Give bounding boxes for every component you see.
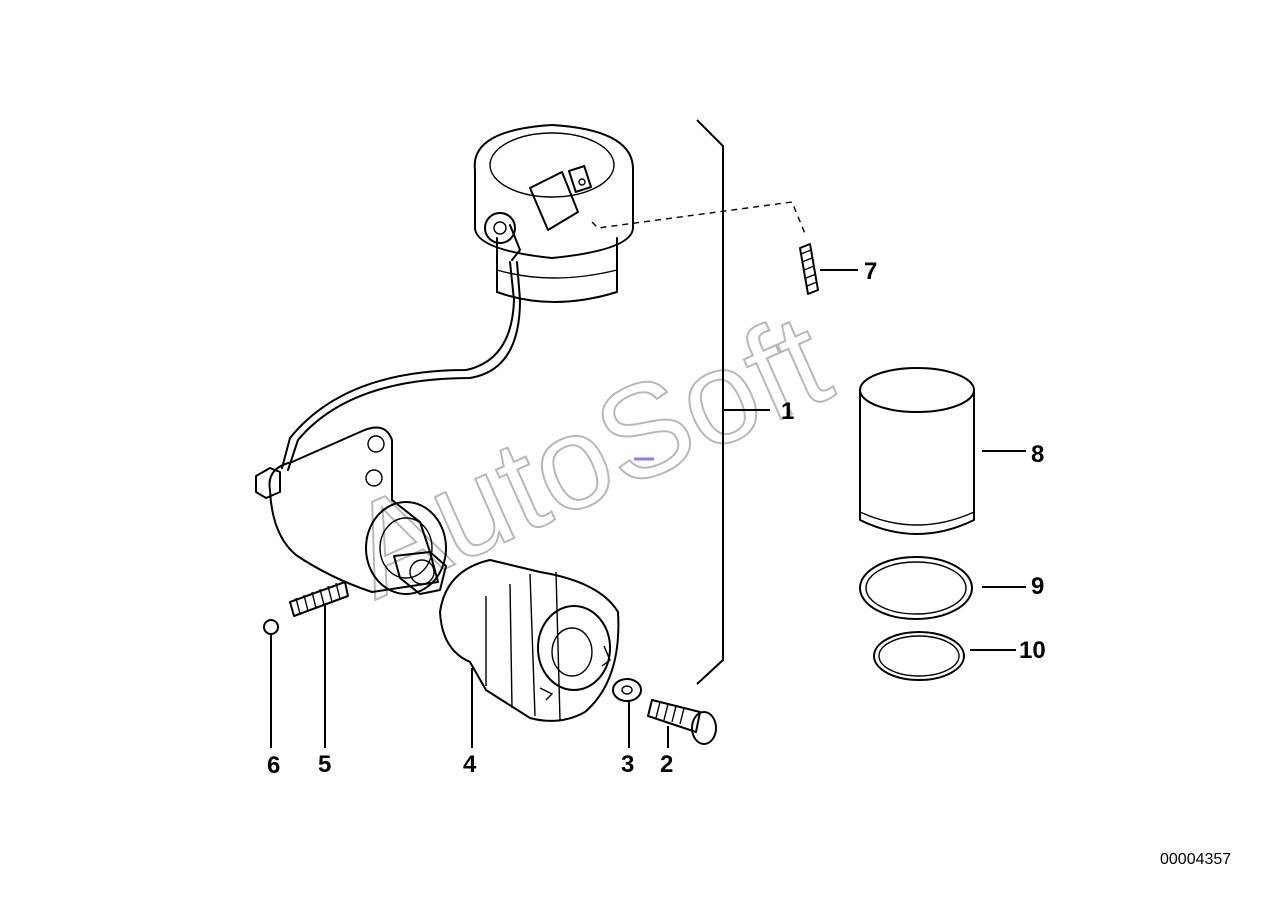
spring-part-5 (289, 581, 349, 617)
ball-part-6 (263, 619, 279, 635)
sensor-cable (287, 261, 521, 471)
washer-part-3 (612, 678, 642, 702)
bracket-part-1 (696, 119, 724, 685)
callout-9: 9 (1031, 573, 1044, 600)
o-ring-part-9 (859, 556, 973, 620)
callout-7: 7 (864, 258, 877, 285)
callout-4: 4 (463, 751, 477, 778)
filter-cartridge-part-8 (859, 367, 975, 535)
leader-lines (270, 269, 1026, 748)
callout-5: 5 (318, 751, 331, 778)
stud-part-7 (799, 243, 819, 295)
o-ring-part-10 (873, 631, 965, 681)
callout-10: 10 (1019, 637, 1046, 664)
document-id: 00004357 (1160, 851, 1231, 868)
screw-part-2 (647, 699, 717, 745)
watermark-text: AutoSoft (327, 285, 849, 625)
callout-3: 3 (621, 751, 634, 778)
callout-6: 6 (267, 752, 280, 779)
filter-cap-part-4 (439, 559, 620, 722)
pump-body (255, 426, 447, 595)
sensor-housing (473, 124, 635, 303)
reference-dash (591, 201, 807, 237)
callout-1: 1 (781, 398, 794, 425)
callout-2: 2 (660, 751, 673, 778)
callout-8: 8 (1031, 441, 1044, 468)
